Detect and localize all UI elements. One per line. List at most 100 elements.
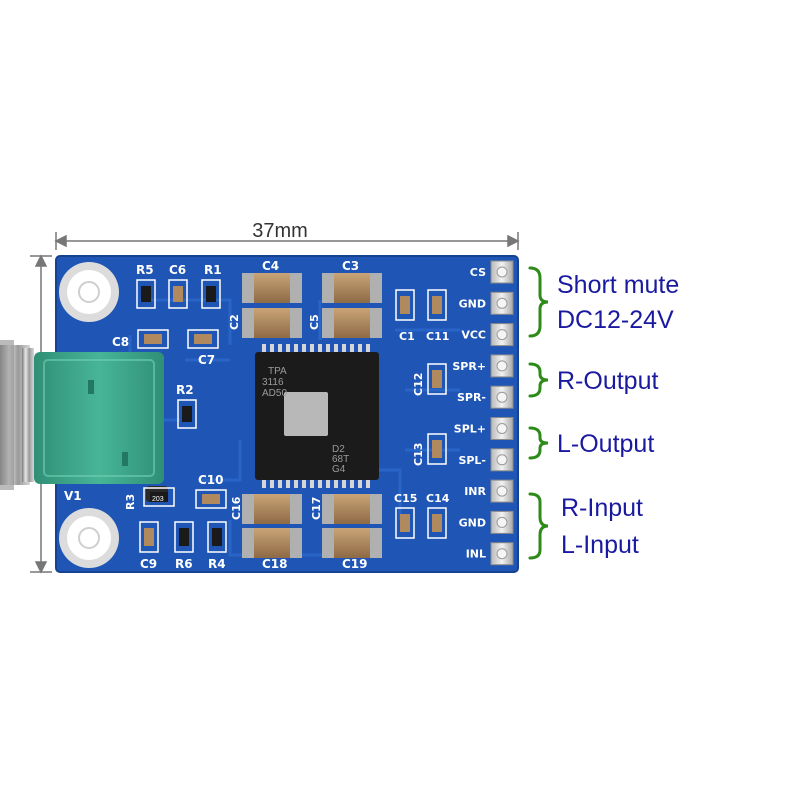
capacitor-c3 [322, 273, 382, 303]
silk-r2: R2 [176, 383, 194, 397]
silk-r6: R6 [175, 557, 193, 571]
silk-c17: C17 [310, 497, 323, 520]
capacitor-c2 [242, 308, 302, 338]
pin-hole-9 [496, 516, 508, 528]
silk-c1: C1 [399, 330, 415, 343]
silkscreen-labels: R5 C6 R1 C4 C3 C8 C7 C2 C5 C1 C11 R2 C12… [64, 259, 450, 571]
silk-c15: C15 [394, 492, 417, 505]
chip-marking-6: G4 [332, 464, 346, 475]
silk-c12: C12 [412, 373, 425, 396]
resistor-r5 [136, 279, 156, 309]
callout-brackets [528, 266, 549, 560]
amplifier-chip: TPA 3116 AD50 D2 68T G4 [255, 344, 379, 488]
capacitor-c12 [427, 363, 447, 395]
callout-dc-voltage: DC12-24V [557, 306, 674, 334]
pin-hole-4 [496, 360, 508, 372]
bracket-power [528, 266, 549, 338]
pin-hole-2 [496, 297, 508, 309]
silk-v1: V1 [64, 489, 82, 503]
chip-marking-5: 68T [332, 454, 349, 465]
silk-c11: C11 [426, 330, 449, 343]
pin-hole-6 [496, 423, 508, 434]
pin-label-6: SPL+ [454, 423, 486, 436]
silk-r1: R1 [204, 263, 222, 277]
capacitor-c8 [137, 329, 169, 349]
callout-l-output: L-Output [557, 430, 654, 458]
silk-c8: C8 [112, 335, 129, 349]
resistor-r2 [177, 399, 197, 429]
resistor-r3 [143, 487, 175, 507]
pin-label-1: CS [470, 266, 486, 279]
silk-c19: C19 [342, 557, 368, 571]
silk-r5: R5 [136, 263, 154, 277]
silk-c9: C9 [140, 557, 157, 571]
callout-l-input: L-Input [561, 531, 639, 559]
small-components: 203 [136, 279, 447, 553]
width-dimension [54, 232, 520, 250]
large-capacitors [242, 273, 382, 558]
capacitor-c9 [139, 521, 159, 553]
callout-r-output: R-Output [557, 367, 658, 395]
capacitor-c19 [322, 528, 382, 558]
resistor-r4 [207, 521, 227, 553]
capacitor-c4 [242, 273, 302, 303]
callouts: Short mute DC12-24V R-Output L-Output R-… [557, 271, 679, 559]
capacitor-c11 [427, 289, 447, 321]
bracket-r-output [528, 362, 549, 398]
silk-c7: C7 [198, 353, 215, 367]
silk-r3: R3 [124, 494, 137, 510]
capacitor-c16 [242, 494, 302, 524]
potentiometer-shaft [0, 340, 34, 490]
silk-c2: C2 [228, 314, 241, 330]
silk-c5: C5 [308, 314, 321, 330]
capacitor-c1 [395, 289, 415, 321]
pin-hole-7 [496, 454, 508, 466]
callout-short-mute: Short mute [557, 271, 679, 299]
callout-r-input: R-Input [561, 494, 643, 522]
resistor-r1 [201, 279, 221, 309]
resistor-code: 203 [152, 496, 164, 503]
pin-label-9: GND [459, 516, 486, 529]
capacitor-c14 [427, 507, 447, 539]
chip-pins-top [262, 344, 370, 354]
silk-c10: C10 [198, 473, 224, 487]
silk-r4: R4 [208, 557, 226, 571]
chip-marking-3: AD50 [262, 388, 287, 399]
chip-pins-bottom [262, 478, 370, 488]
capacitor-c15 [395, 507, 415, 539]
capacitor-c13 [427, 433, 447, 465]
chip-marking-1: TPA [268, 366, 287, 377]
resistor-r6 [174, 521, 194, 553]
chip-marking-4: D2 [332, 444, 345, 455]
silk-c16: C16 [230, 496, 243, 520]
width-dimension-label: 37mm [252, 220, 308, 242]
capacitor-c18 [242, 528, 302, 558]
capacitor-c6 [168, 279, 188, 309]
silk-c3: C3 [342, 259, 359, 273]
silk-c18: C18 [262, 557, 288, 571]
pin-hole-5 [496, 391, 508, 403]
chip-marking-2: 3116 [262, 377, 284, 388]
silk-c13: C13 [412, 443, 425, 466]
pin-label-4: SPR+ [452, 360, 486, 373]
capacitor-c5 [322, 308, 382, 338]
pin-label-2: GND [459, 297, 486, 310]
silk-c6: C6 [169, 263, 186, 277]
silk-c14: C14 [426, 492, 450, 505]
silk-c4: C4 [262, 259, 279, 273]
capacitor-c10 [195, 489, 227, 509]
pin-hole-3 [496, 329, 508, 341]
mounting-hole-bottom [59, 508, 119, 568]
pin-hole-8 [496, 485, 508, 497]
bracket-l-output [528, 426, 549, 460]
pin-label-5: SPR- [457, 391, 486, 404]
potentiometer [34, 352, 168, 502]
capacitor-c17 [322, 494, 382, 524]
pin-label-8: INR [464, 485, 486, 498]
pin-label-7: SPL- [458, 454, 486, 467]
pin-label-10: INL [466, 548, 486, 561]
mounting-hole-top [59, 262, 119, 322]
pin-hole-10 [496, 548, 508, 560]
